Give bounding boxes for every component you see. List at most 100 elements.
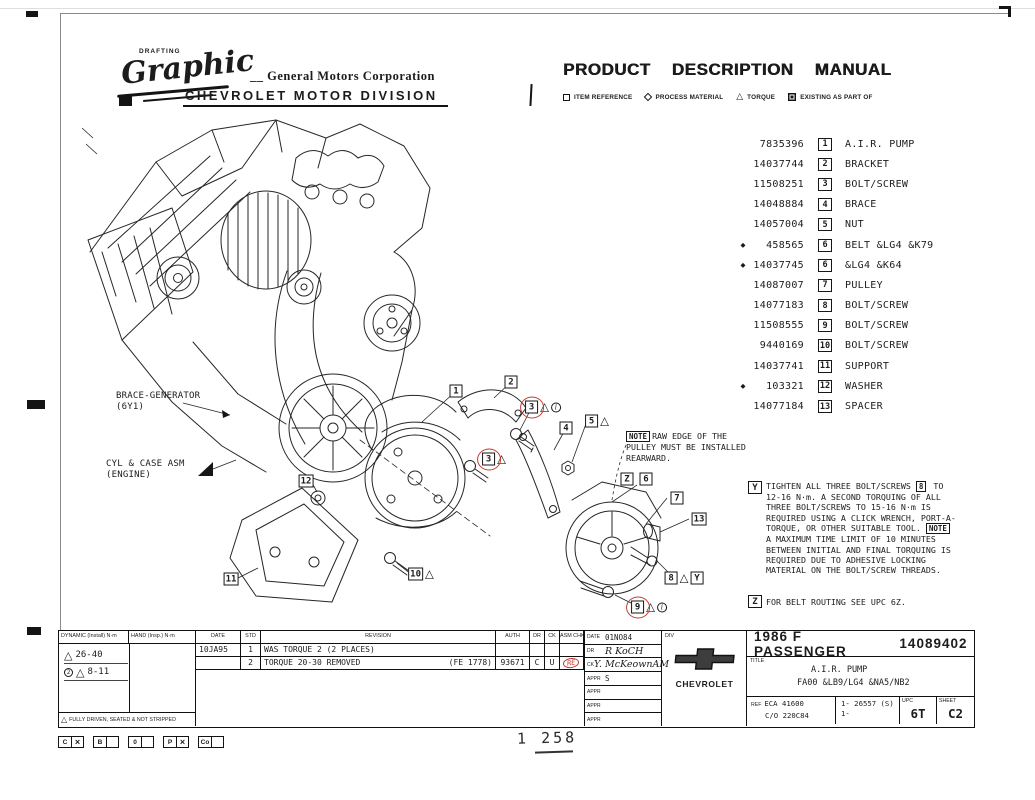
mark-checkbox: [142, 736, 154, 748]
torque-footnote: △ FULLY DRIVEN, SEATED & NOT STRIPPED: [59, 712, 196, 726]
ref-label: REF: [751, 702, 762, 708]
part-number: 7835396: [759, 138, 804, 150]
revision-date: 10JA95: [196, 644, 241, 657]
registration-mark: [999, 6, 1011, 17]
div-label: DIV: [665, 633, 674, 639]
approval-label: DR: [587, 648, 595, 655]
note-text-segment: A MAXIMUM TIME LIMIT OF 10 MINUTES BETWE…: [766, 534, 951, 576]
chevrolet-brand-text: CHEVROLET: [675, 679, 734, 689]
revision-asm-chk: [560, 644, 584, 657]
revision-asm-chk: RE: [560, 656, 584, 670]
legend-item: EXISTING AS PART OF: [788, 93, 872, 101]
ref-value2: C/O 220C84: [765, 710, 809, 720]
supersede-cell: 1- 26557 (S) 1-: [835, 697, 899, 724]
mark-checkbox: ×: [72, 736, 84, 748]
part-description: A.I.R. PUMP: [845, 138, 915, 150]
part-number: 14037745: [753, 259, 804, 271]
star-icon: ◆: [740, 261, 746, 270]
mark-label: B: [93, 736, 107, 748]
revision-text: TORQUE 20-30 REMOVED(FE 1778): [261, 657, 496, 670]
division-name: CHEVROLET MOTOR DIVISION: [183, 88, 448, 107]
torque-value: 8-11: [87, 667, 110, 677]
approval-value: R KoCH: [605, 645, 644, 657]
mark-label: Co: [198, 736, 212, 748]
revision-header-cell: ASM CHK: [560, 631, 584, 644]
sheet-cell: SHEET C2: [936, 697, 974, 724]
footer-mark: 0: [128, 736, 154, 748]
torque-triangle-icon: △: [61, 714, 68, 724]
approval-label: APPR: [587, 702, 601, 709]
triangle-outline-icon: △: [736, 92, 744, 102]
y-note-text: TIGHTEN ALL THREE BOLT/SCREWS 8 TO 12-16…: [766, 481, 956, 576]
torque-spec-panel: DYNAMIC (Install) N·m HAND (Insp.) N·m △…: [59, 631, 196, 726]
legend-item: PROCESS MATERIAL: [644, 92, 723, 102]
program-row: 1986 F PASSENGER 14089402: [747, 628, 975, 659]
revision-std: 1: [241, 644, 261, 657]
torque-col-header-dynamic: DYNAMIC (Install) N·m: [59, 631, 129, 643]
part-description: PULLEY: [845, 279, 883, 291]
page-stamp-underline: [534, 750, 574, 754]
sheet-border: [60, 13, 1008, 14]
item-number-box: 2: [818, 157, 832, 171]
item-number-box: 10: [818, 339, 832, 353]
torque-row: 2△8-11: [64, 664, 128, 681]
part-number: 14048884: [753, 199, 804, 211]
revision-auth: [496, 644, 530, 657]
part-description: SPACER: [845, 401, 883, 413]
item-number-box: 5: [818, 218, 832, 232]
revision-header-cell: REVISION: [261, 631, 496, 644]
square-filled-icon: [788, 93, 797, 101]
square-outline-icon: [563, 93, 570, 101]
pulley-note-text: RAW EDGE OF THE PULLEY MUST BE INSTALLED…: [626, 431, 746, 463]
revision-dr: [530, 644, 545, 657]
part-number: 14037744: [753, 158, 804, 170]
item-number-box: 6: [818, 258, 832, 272]
part-number: 14037741: [753, 360, 804, 372]
mark-checkbox: ×: [177, 736, 189, 748]
revision-header-cell: STD: [241, 631, 261, 644]
star-icon: ◆: [740, 382, 746, 391]
red-stamp: RE: [562, 656, 581, 670]
approval-value: Y. McKeownAM: [593, 659, 670, 671]
logo-grid-icon: [119, 95, 132, 106]
part-row: ◆ 14037745 6&LG4 &K64: [738, 255, 934, 275]
company-prefix: __: [250, 69, 264, 83]
drawing-title-line1: A.I.R. PUMP: [811, 665, 868, 675]
title-block: DYNAMIC (Install) N·m HAND (Insp.) N·m △…: [58, 628, 975, 728]
item-number-box: 7: [818, 278, 832, 292]
title-label: TITLE: [750, 658, 765, 664]
supersede-line1: 1- 26557 (S): [841, 699, 894, 708]
part-description: &LG4 &K64: [845, 259, 902, 271]
item-number-box: 9: [818, 319, 832, 333]
part-description: BRACE: [845, 199, 877, 211]
program-name: 1986 F PASSENGER: [754, 628, 847, 659]
part-description: BOLT/SCREW: [845, 178, 909, 190]
footer-mark: B: [93, 736, 119, 748]
part-description: BOLT/SCREW: [845, 300, 909, 312]
circled-number: 2: [64, 667, 73, 677]
part-number: 14057004: [753, 219, 804, 231]
cyl-case-asm-label-line1: CYL & CASE ASM: [106, 459, 185, 469]
torque-triangle-icon: △: [76, 665, 85, 679]
note-text-segment: TIGHTEN ALL THREE BOLT/SCREWS: [766, 481, 916, 491]
part-number: 103321: [766, 380, 804, 392]
engine-assembly-drawing: [81, 119, 690, 608]
item-number-box: 13: [818, 400, 832, 414]
logo-drafting-text: DRAFTING: [139, 48, 181, 55]
registration-mark: [27, 627, 41, 635]
item-number-box: 8: [818, 299, 832, 313]
approval-row: APPR: [585, 700, 661, 714]
part-description: WASHER: [845, 380, 883, 392]
legend-item: ITEM REFERENCE: [563, 93, 632, 101]
item-number-box: 12: [818, 379, 832, 393]
torque-panel-header: DYNAMIC (Install) N·m HAND (Insp.) N·m: [59, 631, 195, 644]
item-number-box: 3: [818, 177, 832, 191]
drawing-id-panel: 1986 F PASSENGER 14089402 TITLE A.I.R. P…: [746, 628, 975, 726]
